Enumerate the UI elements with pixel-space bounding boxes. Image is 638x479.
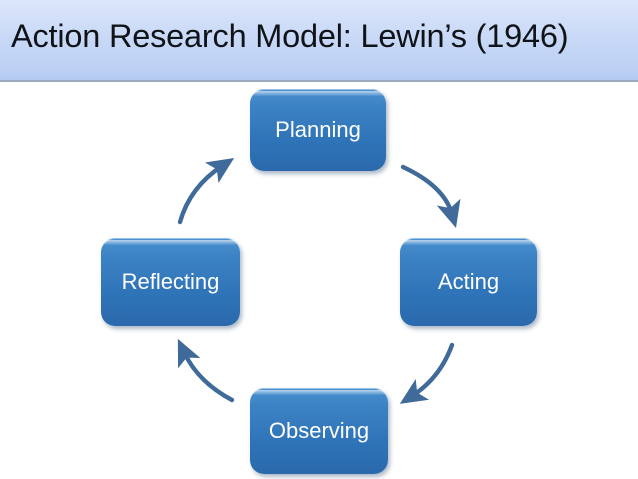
arrow-acting-to-observing (399, 342, 455, 404)
cycle-node-acting-label: Acting (437, 269, 500, 294)
cycle-node-planning[interactable]: Planning (250, 89, 386, 171)
cycle-node-observing-label: Observing (268, 418, 370, 443)
slide-title-bar: Action Research Model: Lewin’s (1946) (0, 0, 638, 82)
cycle-node-acting[interactable]: Acting (400, 238, 537, 326)
arrow-observing-to-reflecting (177, 338, 235, 403)
arrow-reflecting-to-planning (177, 158, 235, 225)
cycle-node-reflecting[interactable]: Reflecting (101, 238, 240, 326)
cycle-node-observing[interactable]: Observing (250, 388, 388, 474)
cycle-node-reflecting-label: Reflecting (121, 269, 220, 294)
page-title: Action Research Model: Lewin’s (1946) (11, 18, 569, 54)
cycle-node-planning-label: Planning (275, 117, 361, 142)
arrow-planning-to-acting (400, 164, 461, 228)
